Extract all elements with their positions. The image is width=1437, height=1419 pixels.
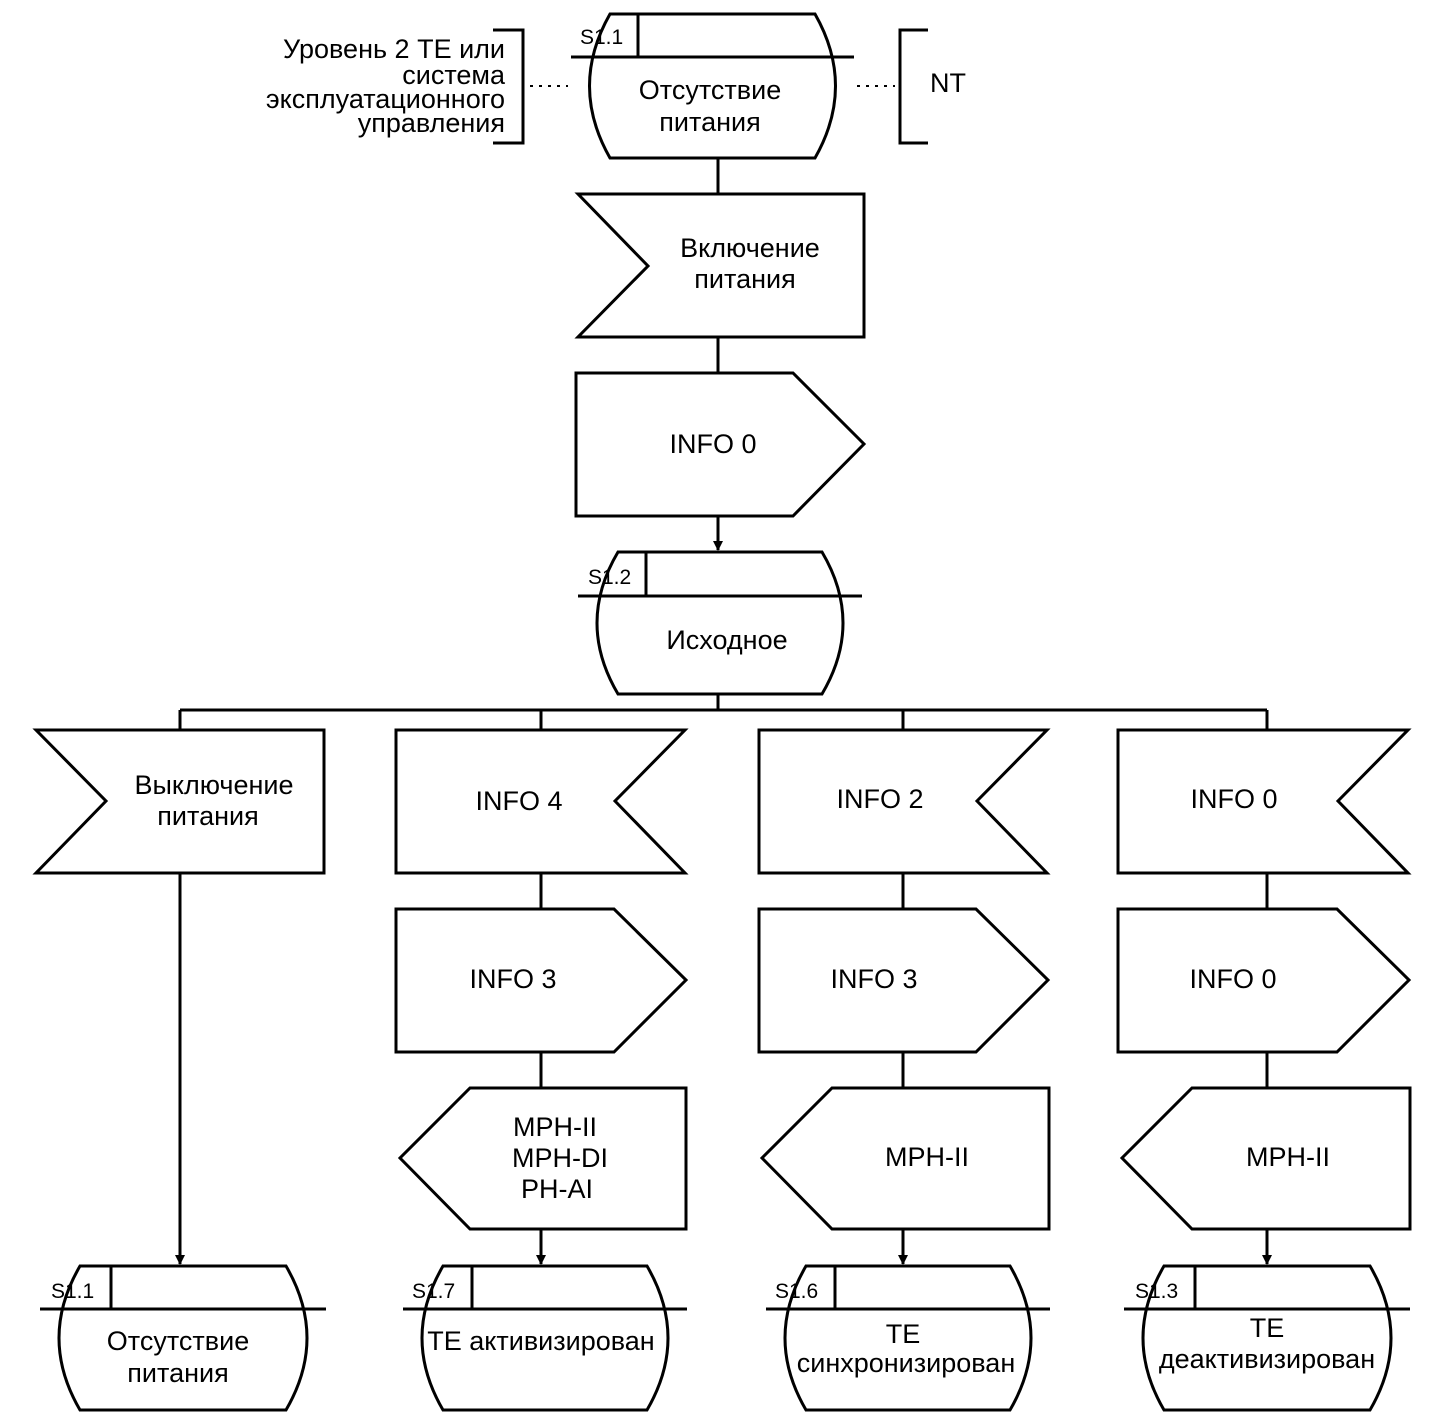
state-result-2-outline — [420, 1264, 670, 1412]
output-info0-label: INFO 0 — [669, 429, 756, 459]
branch-1-power-off: Выключение питания S1.1 Отсутствие питан… — [32, 728, 326, 1412]
state-result-1-line-2: питания — [127, 1358, 228, 1388]
input-power-on: Включение питания — [574, 192, 866, 339]
state-result-3-line-2: синхронизирован — [797, 1348, 1015, 1378]
primitive-b2-line-1: MPH-II — [513, 1112, 597, 1142]
state-result-3-outline — [783, 1264, 1033, 1412]
input-power-on-line-2: питания — [694, 264, 795, 294]
state-result-1-outline — [57, 1264, 309, 1412]
state-result-3-id: S1.6 — [775, 1280, 818, 1303]
output-info3-b3-outline — [757, 907, 1051, 1054]
primitive-b3-line-1: MPH-II — [885, 1142, 969, 1172]
input-info2-label: INFO 2 — [836, 784, 923, 814]
input-info2-outline — [757, 728, 1051, 875]
state-result-4-line-1: ТЕ — [1250, 1313, 1285, 1343]
primitive-b4-outline — [1119, 1086, 1412, 1231]
right-annotation: NT — [857, 28, 966, 145]
state-initial-id: S1.2 — [588, 566, 631, 589]
state-result-2-line-1: ТЕ активизирован — [427, 1326, 654, 1356]
state-result-1-id: S1.1 — [51, 1280, 94, 1303]
output-info0-b4-outline — [1116, 907, 1412, 1054]
left-annotation-bracket — [493, 28, 525, 145]
state-top-outline — [588, 12, 837, 160]
primitive-b2-line-3: PH-AI — [521, 1174, 593, 1204]
branch-4-info0: INFO 0 INFO 0 MPH-II S1.3 ТЕ деактивизир… — [1116, 728, 1412, 1412]
state-top-label-line-2: питания — [659, 107, 760, 137]
state-initial-label: Исходное — [666, 625, 787, 655]
primitive-b4-line-1: MPH-II — [1246, 1142, 1330, 1172]
input-info4-label: INFO 4 — [475, 786, 562, 816]
state-top-label-line-1: Отсутствие — [639, 75, 781, 105]
state-result-4-line-2: деактивизирован — [1159, 1344, 1375, 1374]
primitive-b3-outline — [759, 1086, 1051, 1231]
left-annotation-line-4: управления — [358, 108, 505, 138]
state-result-2-id: S1.7 — [412, 1280, 455, 1303]
primitive-b2-outline — [397, 1086, 688, 1231]
output-info0: INFO 0 — [574, 371, 867, 518]
output-info3-b3-label: INFO 3 — [830, 964, 917, 994]
left-annotation-line-1: Уровень 2 ТЕ или — [283, 34, 505, 64]
input-power-on-outline — [574, 192, 866, 339]
input-info4-outline — [394, 728, 689, 875]
branch-2-info4: INFO 4 INFO 3 MPH-II MPH-DI PH-AI S1.7 Т… — [394, 728, 689, 1412]
left-annotation-line-3: эксплуатационного — [266, 84, 505, 114]
branch-3-info2: INFO 2 INFO 3 MPH-II S1.6 ТЕ синхронизир… — [757, 728, 1051, 1412]
right-annotation-bracket — [898, 28, 928, 145]
input-power-off-line-1: Выключение — [134, 770, 293, 800]
state-initial-s1-2: S1.2 Исходное — [578, 550, 862, 696]
state-result-4-outline — [1141, 1264, 1393, 1412]
output-info0-outline — [574, 371, 867, 518]
state-top-s1-1: S1.1 Отсутствие питания — [571, 12, 854, 160]
output-info0-b4-label: INFO 0 — [1189, 964, 1276, 994]
right-annotation-label: NT — [930, 68, 966, 98]
input-power-off-line-2: питания — [157, 801, 258, 831]
left-annotation-line-2: система — [402, 60, 506, 90]
input-power-on-line-1: Включение — [680, 233, 820, 263]
state-top-id: S1.1 — [580, 26, 623, 49]
input-info0-b4-label: INFO 0 — [1190, 784, 1277, 814]
state-result-3-line-1: ТЕ — [886, 1319, 921, 1349]
input-info0-b4-outline — [1116, 728, 1412, 875]
output-info3-b2-outline — [394, 907, 689, 1054]
state-result-1-line-1: Отсутствие — [107, 1326, 249, 1356]
left-annotation: Уровень 2 ТЕ или система эксплуатационно… — [266, 28, 568, 145]
output-info3-b2-label: INFO 3 — [469, 964, 556, 994]
state-initial-outline — [595, 550, 845, 696]
primitive-b2-line-2: MPH-DI — [512, 1143, 608, 1173]
state-result-4-id: S1.3 — [1135, 1280, 1178, 1303]
